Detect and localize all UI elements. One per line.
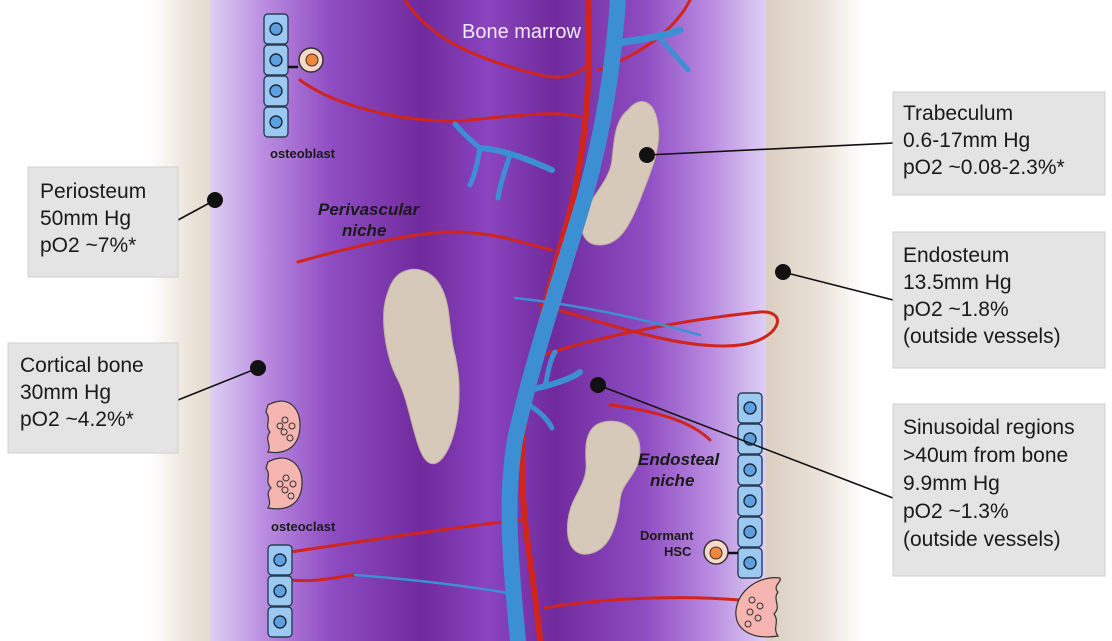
osteoblast-column-right	[738, 393, 762, 578]
marker-sinusoidal	[590, 377, 606, 393]
perivascular-niche-label-1: Perivascular	[318, 200, 421, 219]
callout-periosteum: Periosteum 50mm Hg pO2 ~7%*	[28, 167, 178, 277]
osteoblast-cell	[264, 14, 288, 44]
marker-periosteum	[207, 192, 223, 208]
osteoblast-label: osteoblast	[270, 146, 336, 161]
osteoblast-cell	[264, 107, 288, 137]
osteoblast-column-bottom	[268, 545, 292, 637]
periosteum-line-1: Periosteum	[40, 180, 146, 203]
osteoblast-cell	[738, 393, 762, 423]
endosteum-line-3: pO2 ~1.8%	[903, 298, 1009, 321]
callout-endosteum: Endosteum 13.5mm Hg pO2 ~1.8% (outside v…	[893, 232, 1105, 368]
marker-cortical	[250, 360, 266, 376]
osteoblast-cell	[268, 576, 292, 606]
endosteum-line-2: 13.5mm Hg	[903, 271, 1012, 294]
osteoblast-cell	[738, 517, 762, 547]
trabeculum-line-2: 0.6-17mm Hg	[903, 129, 1030, 152]
trabeculum-line-1: Trabeculum	[903, 102, 1013, 125]
osteoblast-cell	[268, 607, 292, 637]
periosteum-line-2: 50mm Hg	[40, 207, 131, 230]
diagram-title: Bone marrow	[462, 21, 581, 43]
trabeculum-line-3: pO2 ~0.08-2.3%*	[903, 156, 1065, 179]
osteoblast-cell	[264, 76, 288, 106]
sinusoidal-line-5: (outside vessels)	[903, 528, 1061, 551]
marker-endosteum	[775, 264, 791, 280]
cortical-line-3: pO2 ~4.2%*	[20, 408, 134, 431]
perivascular-niche-label-2: niche	[342, 221, 386, 240]
callout-cortical-bone: Cortical bone 30mm Hg pO2 ~4.2%*	[8, 343, 178, 453]
sinusoidal-line-2: >40um from bone	[903, 444, 1068, 467]
osteoblast-cell	[738, 486, 762, 516]
periosteum-line-3: pO2 ~7%*	[40, 234, 136, 257]
endosteal-niche-label-1: Endosteal	[638, 450, 721, 469]
osteoblast-cell	[268, 545, 292, 575]
osteoblast-cell	[738, 455, 762, 485]
osteoblast-cell	[738, 548, 762, 578]
endosteum-line-4: (outside vessels)	[903, 325, 1061, 348]
cortical-line-1: Cortical bone	[20, 354, 144, 377]
callout-sinusoidal: Sinusoidal regions >40um from bone 9.9mm…	[893, 404, 1105, 576]
marker-trabeculum	[639, 147, 655, 163]
cortical-line-2: 30mm Hg	[20, 381, 111, 404]
osteoblast-cell	[738, 424, 762, 454]
endosteum-line-1: Endosteum	[903, 244, 1009, 267]
dormant-hsc-label-2: HSC	[664, 544, 692, 559]
osteoclast-label: osteoclast	[271, 519, 336, 534]
sinusoidal-line-4: pO2 ~1.3%	[903, 500, 1009, 523]
osteoclast-left-lower	[266, 458, 302, 509]
osteoblast-column-top	[264, 14, 288, 137]
sinusoidal-line-1: Sinusoidal regions	[903, 416, 1075, 439]
dormant-hsc-label-1: Dormant	[640, 528, 694, 543]
osteoblast-cell	[264, 45, 288, 75]
callout-trabeculum: Trabeculum 0.6-17mm Hg pO2 ~0.08-2.3%*	[893, 92, 1105, 195]
endosteal-niche-label-2: niche	[650, 471, 694, 490]
sinusoidal-line-3: 9.9mm Hg	[903, 472, 1000, 495]
right-cortical-bone	[752, 0, 862, 641]
